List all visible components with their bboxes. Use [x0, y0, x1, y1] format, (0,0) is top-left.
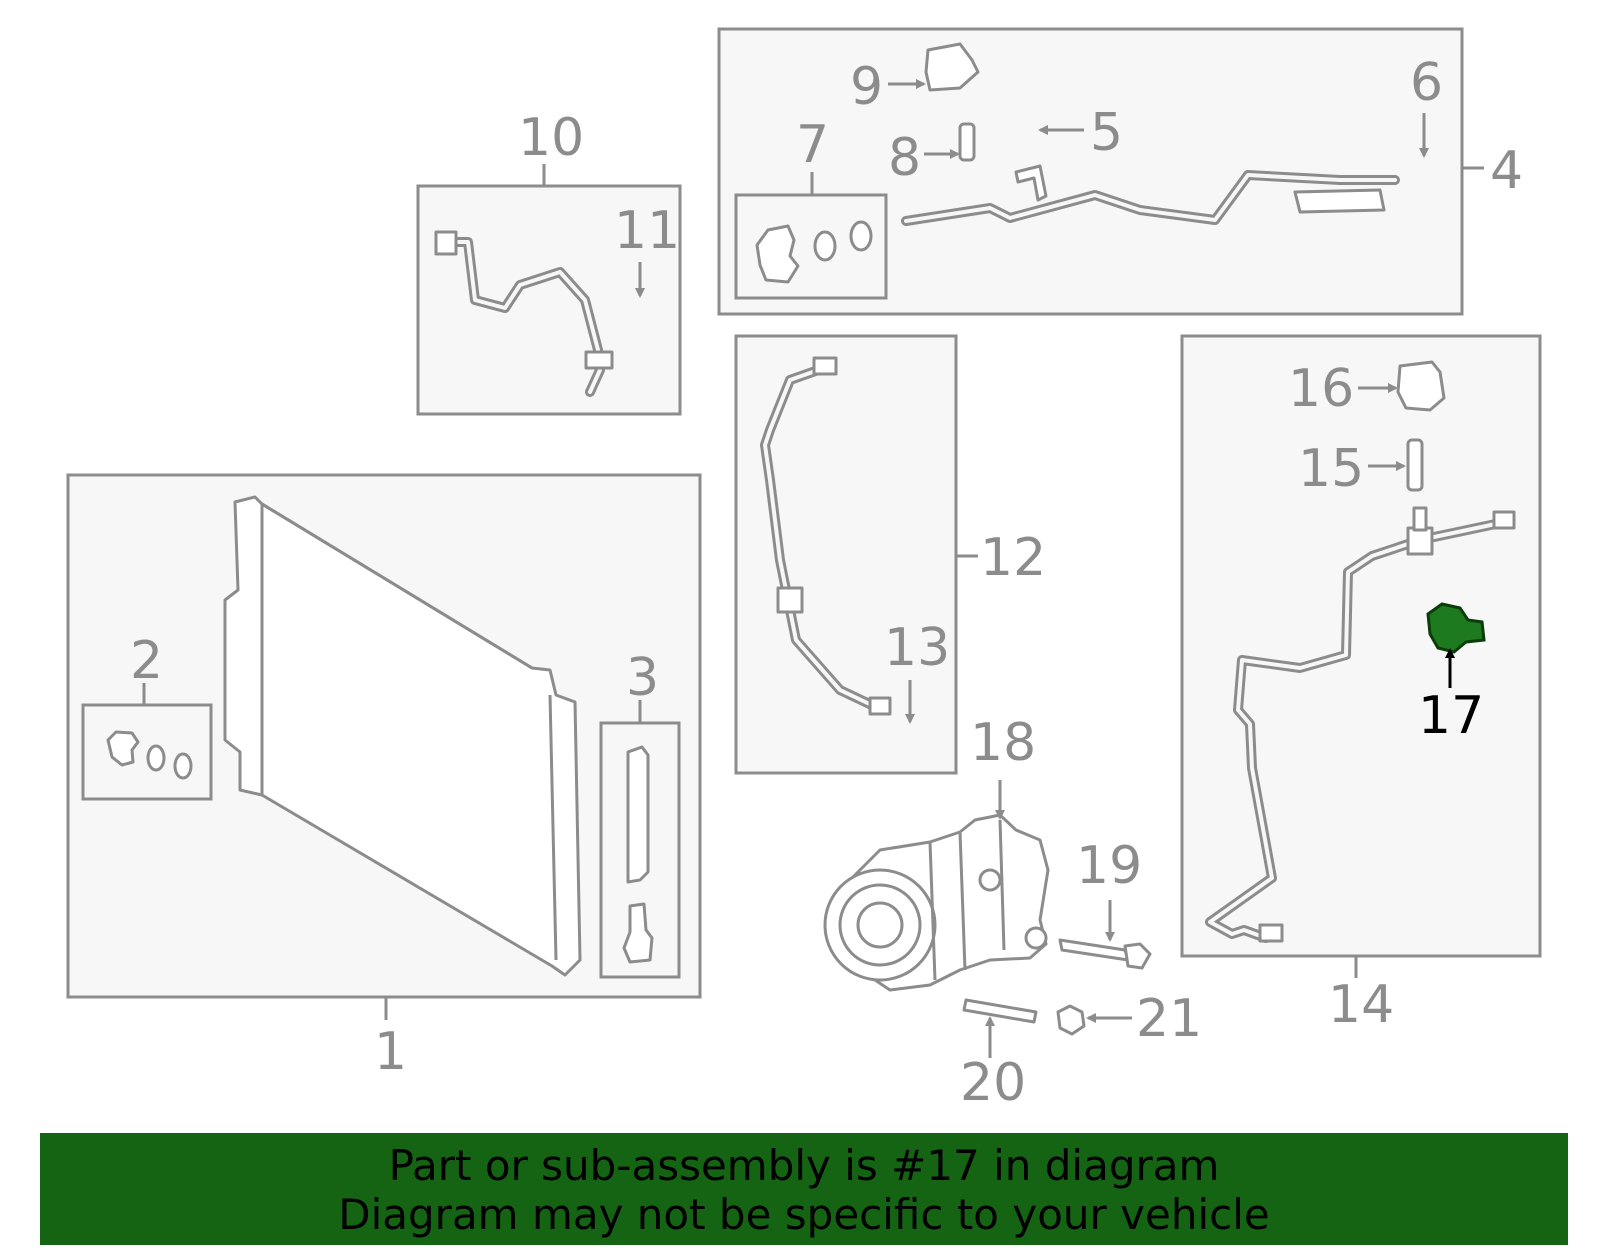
callout-15[interactable]: 15 — [1298, 439, 1364, 499]
callout-11[interactable]: 11 — [614, 201, 680, 261]
pressure-sensor-part — [1426, 602, 1486, 654]
desiccant-part — [626, 745, 650, 884]
callout-9[interactable]: 9 — [850, 57, 883, 117]
callout-labels: 1 2 3 4 5 6 7 8 9 10 11 12 13 14 15 16 1… — [130, 53, 1523, 1113]
callout-5[interactable]: 5 — [1090, 103, 1123, 163]
compressor-group — [823, 780, 1050, 992]
o-ring-part — [146, 744, 166, 772]
banner-line-part: Part or sub-assembly is #17 in diagram — [388, 1141, 1220, 1190]
pressure-line-box — [1180, 334, 1542, 958]
callout-18[interactable]: 18 — [970, 713, 1036, 773]
discharge-hose-group — [416, 164, 682, 416]
callout-3[interactable]: 3 — [626, 648, 659, 708]
pressure-line-group — [1180, 334, 1542, 978]
callout-14[interactable]: 14 — [1328, 975, 1394, 1035]
nut-part — [1056, 1004, 1086, 1036]
fasteners-group — [962, 900, 1152, 1058]
liquid-line-group — [717, 27, 1484, 316]
bracket-kit-box — [81, 703, 213, 801]
stud-part — [962, 998, 1038, 1024]
callout-8[interactable]: 8 — [888, 128, 921, 188]
callout-10[interactable]: 10 — [518, 108, 584, 168]
bracket-part — [106, 730, 140, 767]
suction-hose-group — [734, 334, 978, 775]
callout-4[interactable]: 4 — [1490, 141, 1523, 201]
info-banner: Part or sub-assembly is #17 in diagram D… — [40, 1133, 1568, 1245]
discharge-hose-box — [416, 184, 682, 416]
condenser-group — [66, 473, 702, 1020]
callout-1[interactable]: 1 — [374, 1022, 407, 1082]
callout-20[interactable]: 20 — [960, 1053, 1026, 1113]
callout-19[interactable]: 19 — [1076, 836, 1142, 896]
callout-21[interactable]: 21 — [1136, 989, 1202, 1049]
o-ring-part — [173, 752, 193, 780]
callout-17[interactable]: 17 — [1418, 686, 1484, 746]
callout-16[interactable]: 16 — [1288, 359, 1354, 419]
callout-13[interactable]: 13 — [884, 618, 950, 678]
callout-2[interactable]: 2 — [130, 631, 163, 691]
plug-part — [622, 902, 654, 964]
callout-12[interactable]: 12 — [980, 528, 1046, 588]
callout-7[interactable]: 7 — [796, 115, 829, 175]
bolt-part — [1058, 938, 1130, 962]
banner-line-disclaimer: Diagram may not be specific to your vehi… — [338, 1190, 1270, 1239]
suction-hose-box — [734, 334, 958, 775]
callout-6[interactable]: 6 — [1410, 53, 1443, 113]
